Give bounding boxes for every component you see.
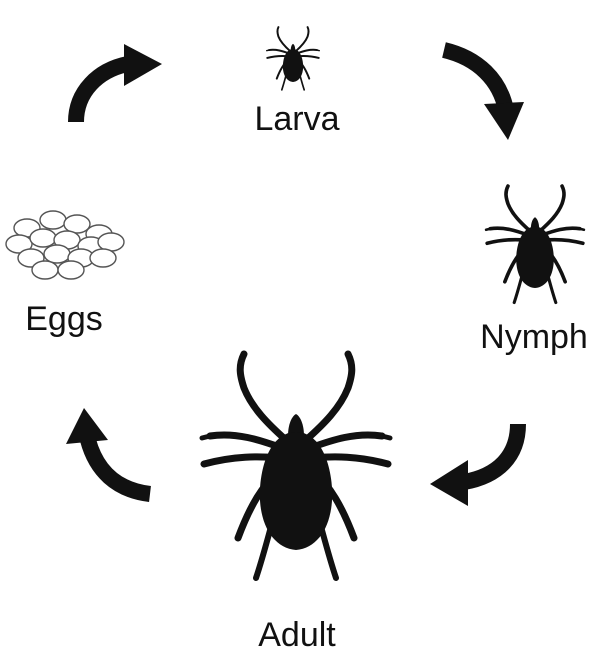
larva-tick-icon <box>267 27 320 90</box>
nymph-label: Nymph <box>480 318 588 356</box>
nymph-tick-icon <box>486 186 584 302</box>
eggs-label: Eggs <box>25 300 103 338</box>
arrow-larva-to-nymph <box>444 50 524 140</box>
eggs-cluster-icon <box>6 211 124 279</box>
adult-label: Adult <box>258 616 336 654</box>
arrow-eggs-to-larva <box>76 44 162 122</box>
arrow-adult-to-eggs <box>66 408 150 494</box>
larva-label: Larva <box>254 100 339 138</box>
arrow-nymph-to-adult <box>430 424 518 506</box>
adult-tick-icon <box>202 354 390 578</box>
